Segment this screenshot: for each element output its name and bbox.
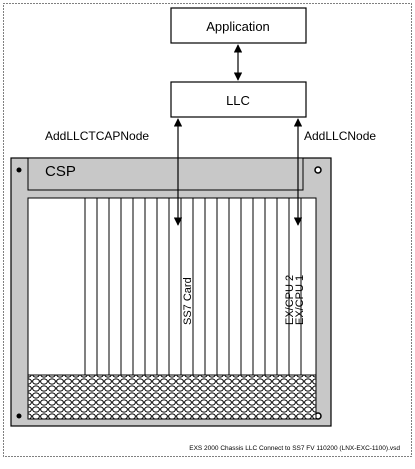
excpu1-label: EX/CPU 1 [294, 275, 306, 325]
screw-top-left [16, 167, 22, 173]
llc-label: LLC [226, 93, 250, 108]
addllcnode-label: AddLLCNode [304, 129, 376, 143]
addllctcapnode-label: AddLLCTCAPNode [45, 129, 149, 143]
llc-box: LLC [170, 81, 307, 118]
footer-filename: EXS 2000 Chassis LLC Connect to SS7 FV 1… [189, 445, 400, 452]
ss7-card-label: SS7 Card [182, 277, 194, 325]
screw-bottom-left [16, 413, 22, 419]
ventilation-grid [27, 374, 317, 420]
application-box: Application [170, 7, 307, 44]
application-label: Application [206, 19, 270, 34]
page-border [3, 3, 412, 457]
excpu2-label: EX/CPU 2 [284, 275, 296, 325]
card-slots [84, 198, 302, 375]
csp-label: CSP [45, 163, 76, 180]
screw-top-right [314, 166, 322, 174]
csp-header [27, 157, 304, 191]
